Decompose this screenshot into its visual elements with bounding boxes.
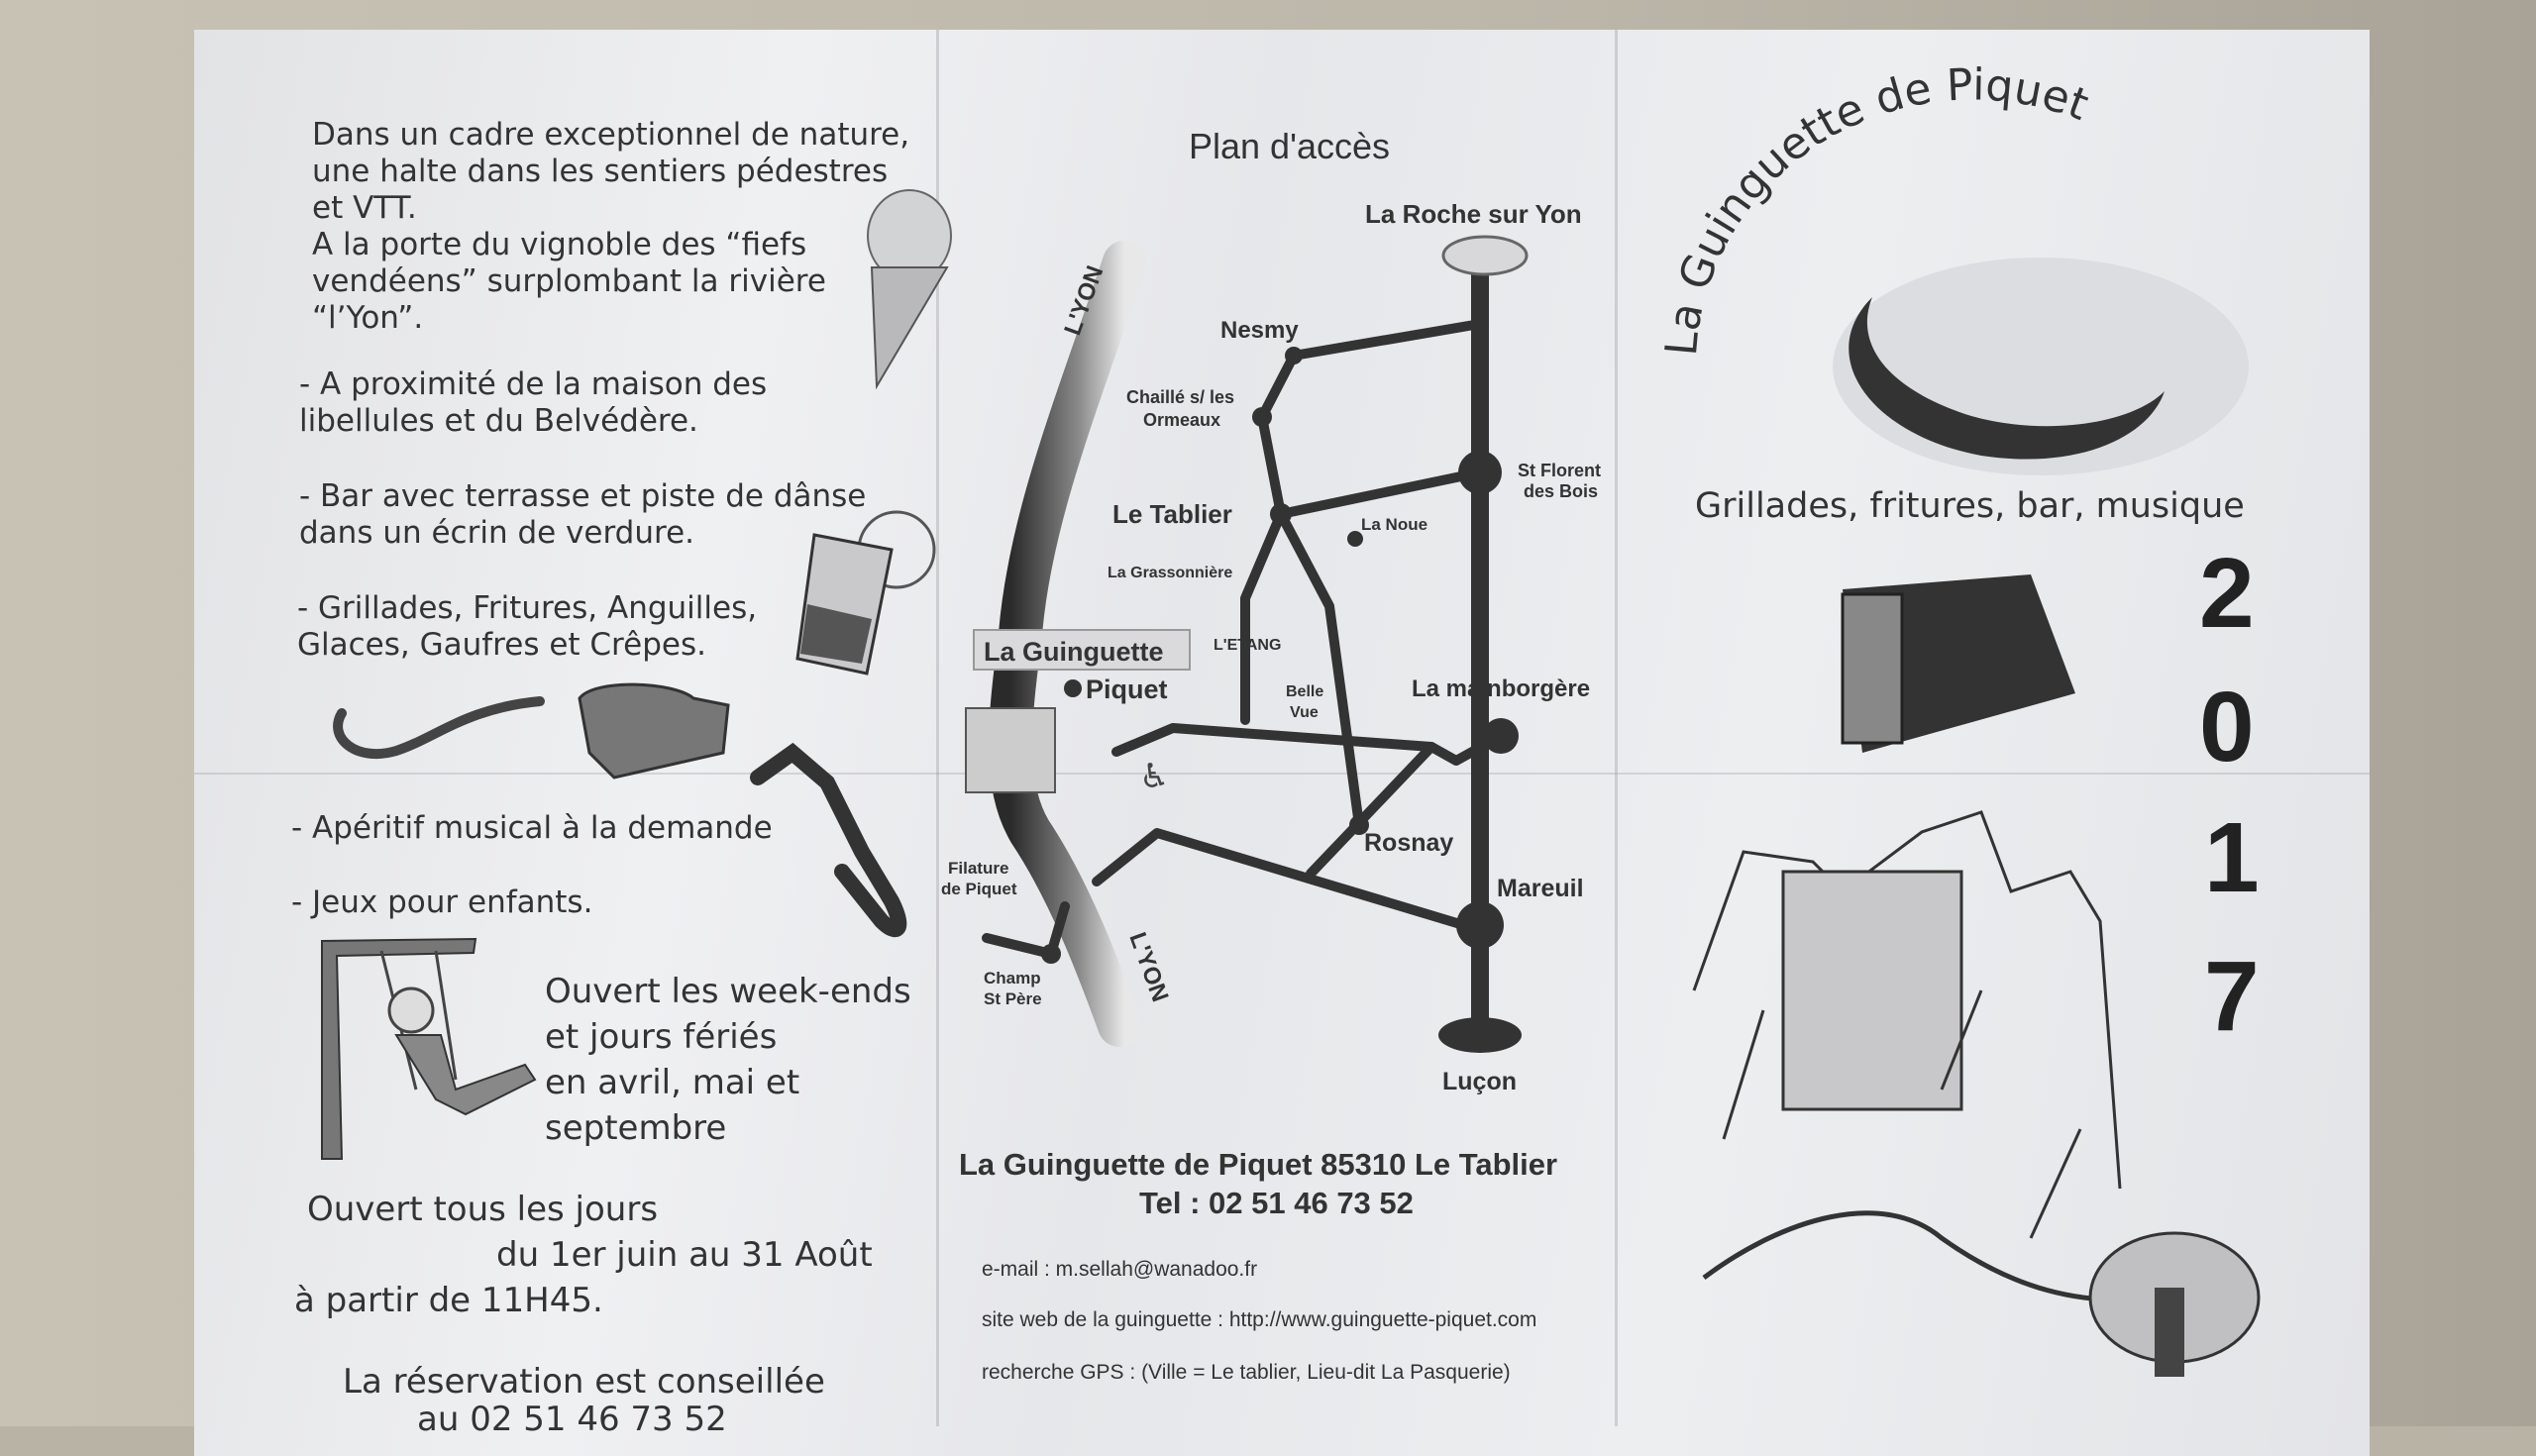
contact-phone: Tel : 02 51 46 73 52 bbox=[1139, 1186, 1414, 1220]
text-line: et VTT. bbox=[312, 190, 417, 226]
text-line: La mainborgère bbox=[1412, 676, 1590, 702]
text-line: St Père bbox=[984, 989, 1042, 1008]
map-title: Plan d'accès bbox=[1189, 126, 1390, 166]
text-line: dans un écrin de verdure. bbox=[299, 515, 694, 551]
year-2017: 2 0 1 7 bbox=[2199, 538, 2260, 1052]
crescent-logo-icon bbox=[1849, 297, 2165, 460]
castle-illustration bbox=[1692, 810, 2161, 1302]
text-line: une halte dans les sentiers pédestres bbox=[312, 154, 889, 189]
text-line: Glaces, Gaufres et Crêpes. bbox=[297, 627, 706, 663]
guinguette-label: La Guinguette bbox=[984, 637, 1164, 667]
intro-paragraph: Dans un cadre exceptionnel de nature,une… bbox=[312, 117, 909, 337]
text-line: 2 bbox=[2199, 538, 2255, 649]
flyer-graphics: Plan d'accès L'YON L'YON La Guinguette P… bbox=[321, 59, 2261, 1384]
text-line: 7 bbox=[2204, 941, 2260, 1052]
accordion-icon bbox=[1841, 574, 2075, 753]
text-line: Mareuil bbox=[1497, 875, 1584, 902]
opening-weekends: Ouvert les week-ends et jours fériés en av… bbox=[545, 969, 911, 1151]
text-line: Vue bbox=[1290, 704, 1319, 721]
text-line: des Bois bbox=[1524, 481, 1598, 501]
text-line: vendéens” surplombant la rivière bbox=[312, 263, 826, 299]
text-line: - Grillades, Fritures, Anguilles, bbox=[297, 590, 758, 626]
eel-icon bbox=[333, 696, 545, 760]
text-line: Luçon bbox=[1442, 1068, 1517, 1095]
fold-line bbox=[936, 30, 939, 1426]
river-label-bottom: L'YON bbox=[1123, 929, 1173, 1005]
guinguette-building-icon bbox=[965, 707, 1056, 793]
fold-line bbox=[1615, 30, 1618, 1426]
feature-games: - Jeux pour enfants. bbox=[291, 884, 593, 920]
feature-food: - Grillades, Fritures, Anguilles,Glaces,… bbox=[297, 590, 757, 664]
text-line: Champ bbox=[984, 969, 1041, 988]
text-line: en avril, mai et bbox=[545, 1063, 800, 1102]
text-line: Filature bbox=[948, 859, 1008, 878]
text-line: Chaillé s/ les bbox=[1126, 387, 1234, 407]
text-line: Ouvert les week-ends bbox=[545, 972, 911, 1011]
text-line: - Bar avec terrasse et piste de dânse bbox=[299, 478, 867, 514]
text-line: Ormeaux bbox=[1143, 410, 1220, 430]
ice-cream-icon bbox=[867, 189, 952, 390]
text-line: A la porte du vignoble des “fiefs bbox=[312, 227, 807, 262]
wheelchair-icon: ♿ bbox=[1139, 757, 1169, 796]
text-line: La Noue bbox=[1361, 515, 1427, 534]
text-line: “l’Yon”. bbox=[312, 300, 424, 336]
map-labels: La Roche sur Yon Nesmy Chaillé s/ les Or… bbox=[941, 199, 1601, 1095]
steak-icon bbox=[578, 682, 730, 780]
text-line: Ouvert tous les jours bbox=[307, 1190, 659, 1229]
text-line: L'ETANG bbox=[1214, 637, 1281, 654]
feature-aperitif: - Apéritif musical à la demande bbox=[291, 810, 773, 846]
text-line: Dans un cadre exceptionnel de nature, bbox=[312, 117, 910, 153]
guinguette-label-box bbox=[973, 629, 1191, 671]
swing-illustration bbox=[321, 937, 537, 1160]
piquet-label: Piquet bbox=[1086, 675, 1168, 704]
guinguette-du-pays-stamp bbox=[2088, 1231, 2261, 1377]
text-line: Belle bbox=[1286, 683, 1323, 700]
text-line: La réservation est conseillée bbox=[343, 1362, 825, 1402]
tagline: Grillades, fritures, bar, musique bbox=[1695, 486, 2245, 526]
contact-email: e-mail : m.sellah@wanadoo.fr bbox=[982, 1258, 1257, 1281]
text-line: - A proximité de la maison des bbox=[299, 366, 768, 402]
text-line: 1 bbox=[2204, 802, 2260, 913]
contact-name: La Guinguette de Piquet 85310 Le Tablier bbox=[959, 1147, 1557, 1182]
text-line: libellules et du Belvédère. bbox=[299, 403, 698, 439]
fold-line bbox=[194, 773, 2370, 775]
text-line: La Grassonnière bbox=[1108, 565, 1232, 581]
text-line: et jours fériés bbox=[545, 1017, 778, 1057]
map-markers bbox=[1041, 235, 1529, 1053]
contact-gps: recherche GPS : (Ville = Le tablier, Lie… bbox=[982, 1361, 1511, 1384]
text-line: Nesmy bbox=[1220, 317, 1299, 344]
text-line: Le Tablier bbox=[1112, 499, 1232, 529]
text-line: St Florent bbox=[1518, 461, 1601, 480]
opening-daily: Ouvert tous les jours du 1er juin au 31 A… bbox=[294, 1187, 873, 1323]
text-line: Rosnay bbox=[1364, 829, 1453, 857]
text-line: septembre bbox=[545, 1108, 727, 1148]
text-line: La Roche sur Yon bbox=[1365, 199, 1582, 229]
drink-glass-icon bbox=[795, 510, 936, 676]
text-line: de Piquet bbox=[941, 880, 1017, 898]
contact-website: site web de la guinguette : http://www.g… bbox=[982, 1308, 1536, 1331]
saxophone-icon bbox=[750, 742, 907, 938]
text-line: 0 bbox=[2199, 672, 2255, 782]
text-line: du 1er juin au 31 Août bbox=[496, 1235, 873, 1275]
text-line: à partir de 11H45. bbox=[294, 1281, 603, 1320]
